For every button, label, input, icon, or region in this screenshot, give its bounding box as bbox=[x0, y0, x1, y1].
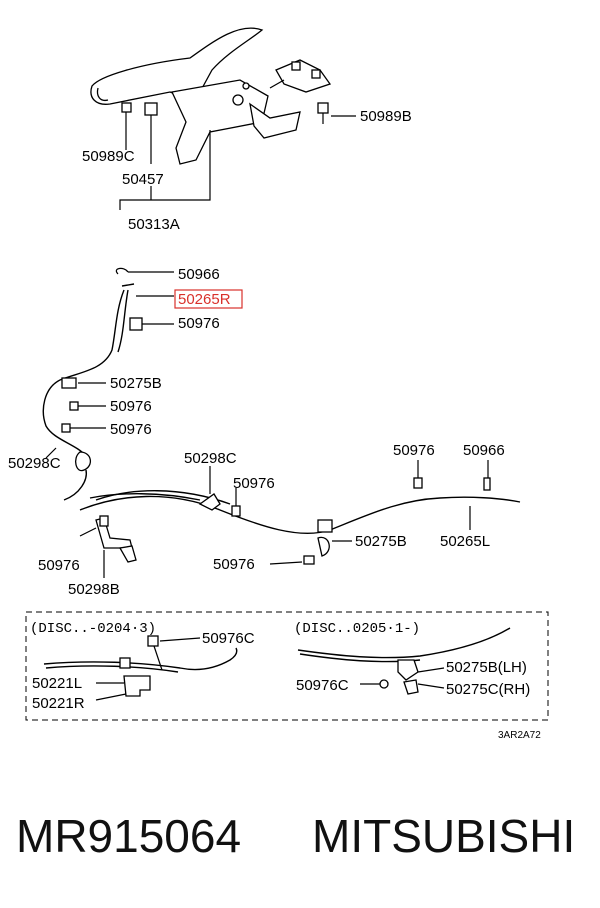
label-50976-a: 50976 bbox=[178, 315, 220, 332]
label-50989B: 50989B bbox=[360, 108, 412, 125]
label-50298C-a: 50298C bbox=[8, 455, 61, 472]
diagram-code: 3AR2A72 bbox=[498, 730, 541, 741]
front-cable bbox=[42, 267, 201, 501]
label-disc-left: (DISC..-0204·3) bbox=[30, 621, 156, 637]
label-50313A: 50313A bbox=[128, 216, 180, 233]
label-50976-g: 50976 bbox=[213, 556, 255, 573]
label-50976-d: 50976 bbox=[233, 475, 275, 492]
label-50976-e: 50976 bbox=[393, 442, 435, 459]
inset-right-cable bbox=[297, 627, 511, 695]
label-50298B: 50298B bbox=[68, 581, 120, 598]
label-50275B-LH: 50275B(LH) bbox=[446, 659, 527, 676]
label-50275B-a: 50275B bbox=[110, 375, 162, 392]
label-50275C-RH: 50275C(RH) bbox=[446, 681, 530, 698]
parking-brake-lever bbox=[90, 27, 332, 165]
part-number: MR915064 bbox=[16, 810, 242, 862]
label-50275B-b: 50275B bbox=[355, 533, 407, 550]
label-50457: 50457 bbox=[122, 171, 164, 188]
label-50976C-a: 50976C bbox=[202, 630, 255, 647]
label-50221R: 50221R bbox=[32, 695, 85, 712]
footer: MR915064 MITSUBISHI bbox=[0, 808, 600, 868]
label-50976-c: 50976 bbox=[110, 421, 152, 438]
label-50976-b: 50976 bbox=[110, 398, 152, 415]
brand-name: MITSUBISHI bbox=[312, 810, 576, 862]
highlight-box-50265R bbox=[174, 289, 243, 309]
rear-cable bbox=[79, 460, 521, 578]
label-50298C-b: 50298C bbox=[184, 450, 237, 467]
label-50265R: 50265R bbox=[178, 291, 231, 308]
leaders-top bbox=[119, 115, 356, 210]
label-50966-b: 50966 bbox=[463, 442, 505, 459]
label-50989C: 50989C bbox=[82, 148, 135, 165]
inset-left-cable bbox=[43, 635, 238, 701]
label-50976-f: 50976 bbox=[38, 557, 80, 574]
label-50265L: 50265L bbox=[440, 533, 490, 550]
label-50221L: 50221L bbox=[32, 675, 82, 692]
variant-inset-box bbox=[25, 611, 549, 721]
label-50976C-b: 50976C bbox=[296, 677, 349, 694]
label-disc-right: (DISC..0205·1-) bbox=[294, 621, 420, 637]
label-50966-top: 50966 bbox=[178, 266, 220, 283]
